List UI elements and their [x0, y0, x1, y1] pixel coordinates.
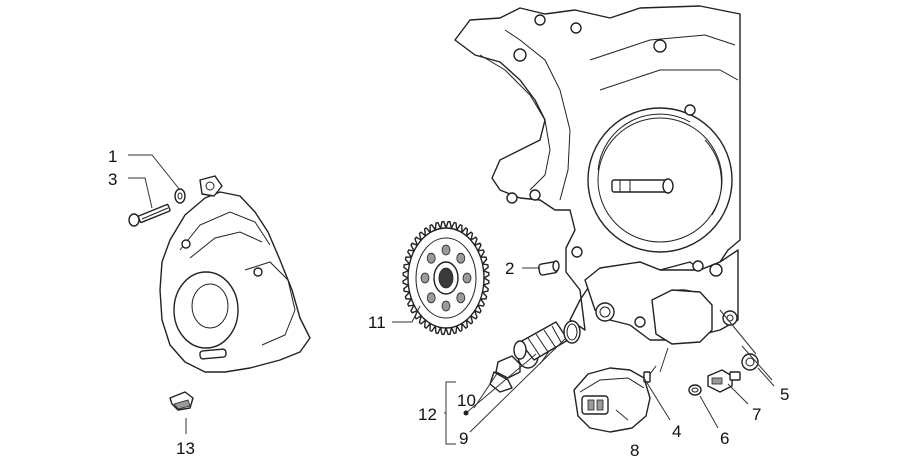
gear-hole [462, 272, 472, 284]
gear-hole [426, 292, 436, 304]
callout-5: 5 [780, 385, 789, 404]
part-2-pin [538, 260, 560, 276]
callout-1: 1 [108, 147, 117, 166]
junction-dot [463, 410, 469, 416]
callout-6: 6 [720, 429, 729, 448]
part-3-screw [128, 203, 171, 227]
gear-hole [441, 244, 451, 256]
part-13-cover [159, 175, 311, 373]
part-8-starter-motor [573, 365, 657, 433]
gear-hole [441, 300, 451, 312]
callout-13: 13 [176, 439, 195, 458]
gear-hole [456, 252, 466, 264]
part-6-washer [688, 384, 702, 396]
part-5-seal [741, 353, 759, 371]
gear-holes [420, 244, 472, 312]
gear-hole [456, 292, 466, 304]
callout-8: 8 [630, 441, 639, 460]
callout-4: 4 [672, 422, 681, 441]
crankcase-assembly [454, 5, 741, 345]
part-9-filter [513, 321, 569, 361]
part-11-gear [402, 220, 490, 336]
callout-labels: 1 3 2 11 5 7 4 6 8 10 12 9 13 [108, 147, 789, 460]
part-7-sensor [707, 369, 741, 393]
o-ring [563, 320, 581, 344]
callout-11: 11 [368, 313, 386, 332]
callout-9: 9 [459, 429, 468, 448]
part-13-clip [169, 391, 194, 411]
part-1-washer [174, 188, 186, 204]
callout-10: 10 [457, 391, 476, 410]
leader-lines [128, 154, 775, 445]
gear-hole [420, 272, 430, 284]
callout-2: 2 [505, 259, 514, 278]
callout-12: 12 [418, 405, 437, 424]
callout-7: 7 [752, 405, 761, 424]
gear-hole [426, 252, 436, 264]
callout-3: 3 [108, 170, 117, 189]
